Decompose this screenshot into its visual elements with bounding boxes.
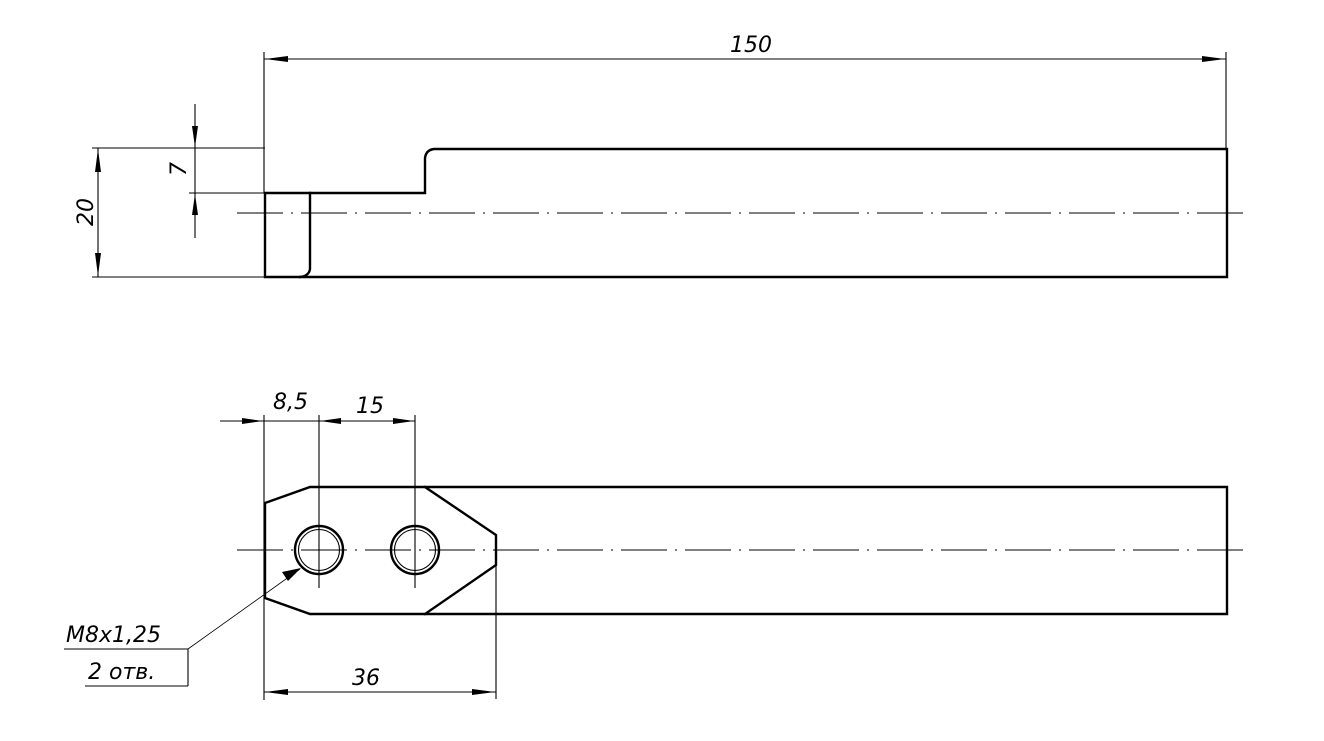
arrow-down bbox=[192, 126, 198, 147]
dimension-text-20: 20 bbox=[74, 198, 99, 226]
dimension-text-150: 150 bbox=[730, 33, 772, 58]
dimension-overall-height: 20 bbox=[74, 147, 265, 278]
top-view: 8,5 15 36 M8x1,25 2 отв. bbox=[64, 390, 1243, 700]
thread-callout: M8x1,25 2 отв. bbox=[64, 568, 301, 687]
arrow-36-left bbox=[265, 689, 288, 695]
arrow-up bbox=[192, 194, 198, 215]
arrow-left bbox=[265, 56, 288, 62]
front-view: 150 20 7 bbox=[74, 33, 1243, 279]
leader-line bbox=[187, 568, 301, 650]
arrow-36-right bbox=[472, 689, 495, 695]
dimension-step-depth: 7 bbox=[167, 104, 265, 238]
dimension-text-36: 36 bbox=[352, 666, 380, 691]
front-view-outline bbox=[263, 147, 1229, 279]
arrow-top bbox=[95, 149, 101, 172]
callout-thread-text: M8x1,25 bbox=[66, 623, 161, 648]
dimension-text-8-5: 8,5 bbox=[273, 390, 308, 415]
arrow-bottom bbox=[95, 253, 101, 276]
top-view-outline bbox=[263, 485, 1229, 616]
dimension-head-length: 36 bbox=[264, 565, 497, 699]
dimension-text-7: 7 bbox=[167, 162, 192, 176]
threaded-hole-2 bbox=[389, 415, 441, 588]
arrow-15-right bbox=[393, 418, 414, 424]
dimension-text-15: 15 bbox=[356, 394, 384, 419]
arrow-right bbox=[1202, 56, 1225, 62]
dimension-overall-length: 150 bbox=[263, 33, 1227, 193]
dimension-hole-positions: 8,5 15 bbox=[220, 390, 415, 700]
callout-count-text: 2 отв. bbox=[88, 660, 155, 685]
leader-arrow bbox=[282, 568, 301, 581]
front-view-inner-edge bbox=[298, 191, 312, 279]
threaded-hole-1 bbox=[293, 415, 345, 588]
arrow-15-left bbox=[320, 418, 341, 424]
arrow-8-5 bbox=[242, 418, 263, 424]
